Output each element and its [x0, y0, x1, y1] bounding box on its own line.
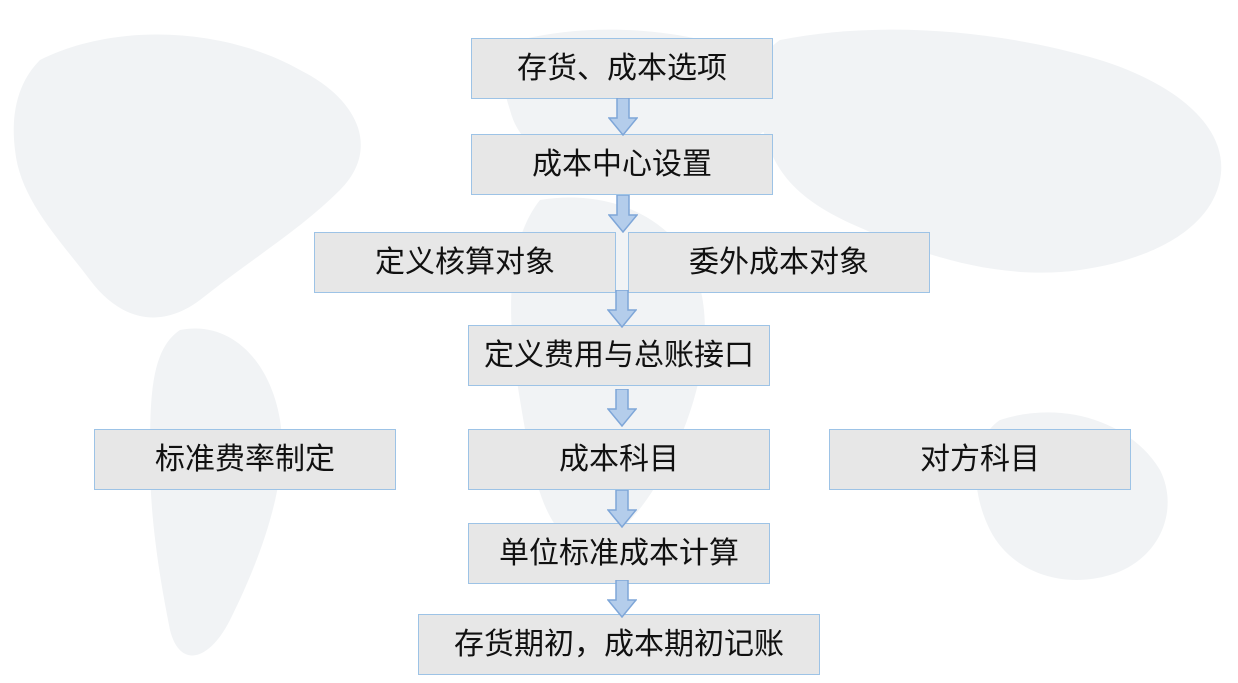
node-standard-rate-setting: 标准费率制定 [94, 429, 396, 490]
down-arrow-icon [607, 580, 637, 618]
node-opening-balance-posting: 存货期初，成本期初记账 [418, 614, 820, 675]
node-label: 定义费用与总账接口 [484, 337, 754, 373]
node-define-accounting-object: 定义核算对象 [314, 232, 616, 293]
node-label: 委外成本对象 [689, 244, 869, 280]
node-unit-standard-cost-calc: 单位标准成本计算 [468, 523, 770, 584]
down-arrow-icon [607, 290, 637, 328]
node-offset-account: 对方科目 [829, 429, 1131, 490]
node-label: 标准费率制定 [155, 441, 335, 477]
node-label: 定义核算对象 [375, 244, 555, 280]
node-label: 成本中心设置 [532, 146, 712, 182]
node-label: 成本科目 [559, 441, 679, 477]
down-arrow-icon [607, 389, 637, 427]
node-cost-account: 成本科目 [468, 429, 770, 490]
node-label: 存货、成本选项 [517, 50, 727, 86]
node-inventory-cost-options: 存货、成本选项 [471, 38, 773, 99]
node-label: 存货期初，成本期初记账 [454, 626, 784, 662]
node-cost-center-setup: 成本中心设置 [471, 134, 773, 195]
down-arrow-icon [607, 490, 637, 528]
node-define-expense-gl-interface: 定义费用与总账接口 [468, 325, 770, 386]
down-arrow-icon [608, 98, 638, 136]
down-arrow-icon [608, 195, 638, 233]
node-outsourced-cost-object: 委外成本对象 [628, 232, 930, 293]
node-label: 对方科目 [920, 441, 1040, 477]
node-label: 单位标准成本计算 [499, 535, 739, 571]
